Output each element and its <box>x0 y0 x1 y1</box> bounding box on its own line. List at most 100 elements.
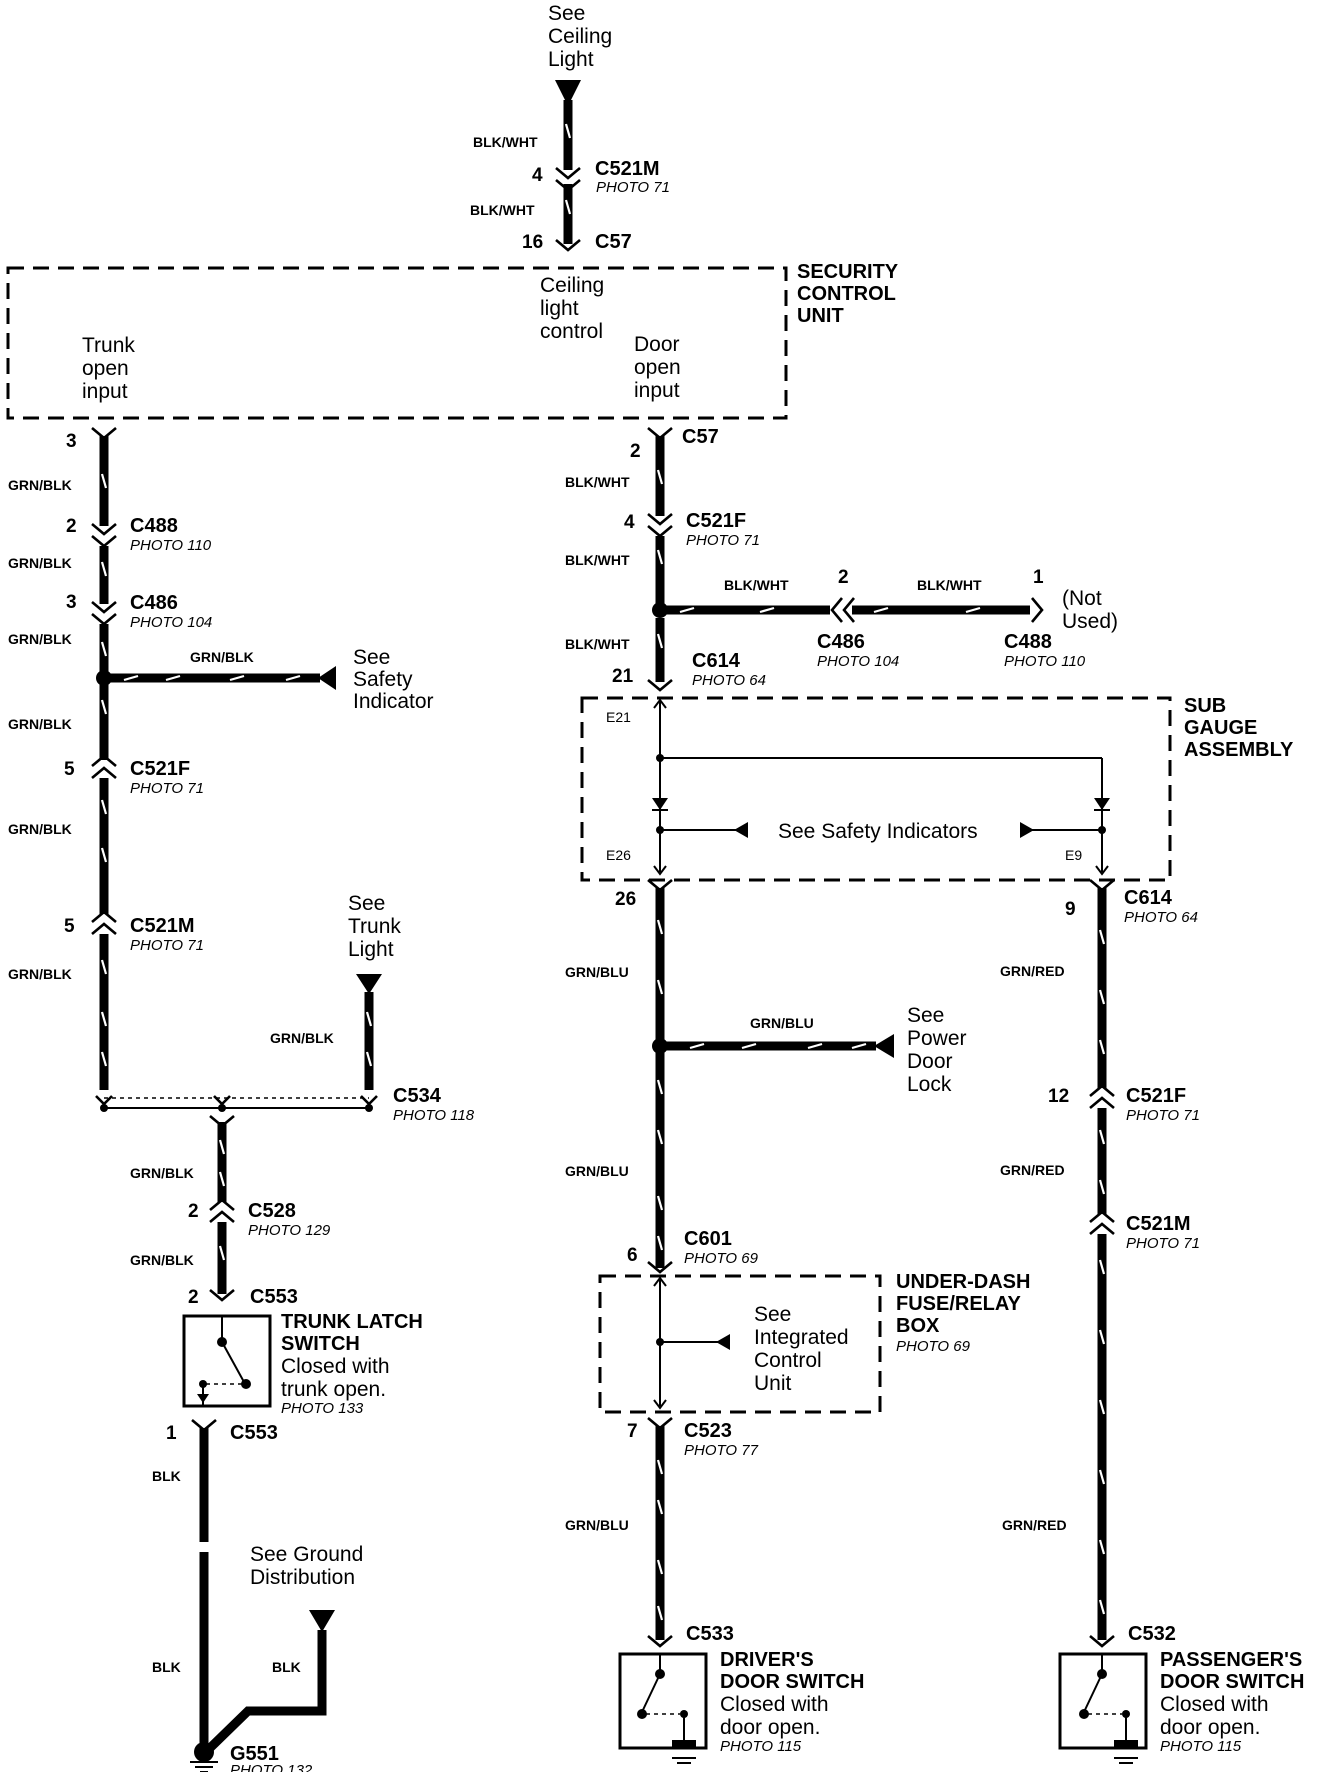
diagram-label: control <box>540 320 603 343</box>
diagram-stroke <box>91 910 117 935</box>
ceiling-light-arrow <box>555 80 581 106</box>
diagram-label: SWITCH <box>281 1333 360 1355</box>
see-ground-distribution-label: See Ground Distribution <box>250 1543 363 1589</box>
see-safety-indicators-label: See Safety Indicators <box>778 820 978 843</box>
diagram-label: Closed with <box>720 1693 829 1716</box>
diagram-stroke <box>647 1261 673 1274</box>
diagram-label: C532 <box>1128 1623 1176 1645</box>
diagram-stroke <box>218 1245 226 1261</box>
diagram-stroke <box>100 641 108 657</box>
diagram-label: E9 <box>1065 847 1082 863</box>
diagram-stroke <box>647 679 673 692</box>
diagram-label: GRN/BLU <box>565 964 629 980</box>
diagram-label: GRN/BLK <box>8 555 72 571</box>
diagram-label: GRN/BLK <box>190 649 254 665</box>
diagram-label: C523 <box>684 1420 732 1442</box>
diagram-stroke <box>741 1042 757 1050</box>
diagram-stroke <box>209 1198 235 1223</box>
diagram-label: PHOTO 115 <box>1160 1738 1242 1755</box>
diagram-label: GRN/BLK <box>8 716 72 732</box>
diagram-stroke <box>689 1042 705 1050</box>
diagram-label: C614 <box>1124 887 1173 909</box>
diagram-label: ASSEMBLY <box>1184 739 1294 761</box>
diagram-label: input <box>82 380 128 403</box>
diagram-stroke <box>679 606 695 614</box>
diagram-stroke <box>285 674 301 682</box>
wire-ground-distribution <box>206 1630 327 1752</box>
diagram-stroke <box>100 1051 108 1067</box>
drivers-door-switch-title: DRIVER'S DOOR SWITCH Closed with door op… <box>720 1649 864 1755</box>
diagram-label: PHOTO 64 <box>692 672 766 689</box>
diagram-label: 3 <box>66 592 77 613</box>
diagram-label: PHOTO 129 <box>248 1222 331 1239</box>
diagram-label: Used) <box>1062 610 1118 633</box>
diagram-stroke <box>1098 1599 1106 1615</box>
diagram-stroke <box>1098 1469 1106 1485</box>
diagram-label: PHOTO 71 <box>130 780 204 797</box>
diagram-label: Ceiling <box>540 274 604 297</box>
diagram-label: C488 <box>1004 631 1052 653</box>
diagram-label: PHOTO 71 <box>1126 1107 1200 1124</box>
diagram-stroke <box>653 1399 667 1410</box>
diagram-label: GRN/BLK <box>130 1252 194 1268</box>
diagram-label: door open. <box>720 1716 820 1739</box>
diagram-stroke <box>1079 1709 1089 1719</box>
diagram-label: See <box>907 1004 944 1027</box>
diagram-label: Distribution <box>250 1566 355 1589</box>
diagram-label: PHOTO 104 <box>130 614 212 631</box>
diagram-stroke <box>100 1104 108 1112</box>
diagram-label: C521F <box>1126 1085 1186 1107</box>
diagram-label: PHOTO 110 <box>130 537 212 554</box>
diagram-label: DOOR SWITCH <box>720 1671 864 1693</box>
diagram-label: PHOTO 71 <box>686 532 760 549</box>
diagram-stroke <box>564 123 572 139</box>
diagram-stroke <box>647 513 673 538</box>
diagram-label: 2 <box>66 516 77 537</box>
diagram-label: PHOTO 69 <box>684 1250 759 1267</box>
diagram-label: C553 <box>250 1286 298 1308</box>
diagram-label: 16 <box>522 232 543 253</box>
under-dash-fuse-relay-box <box>598 1274 882 1414</box>
diagram-stroke <box>1083 1673 1103 1713</box>
diagram-stroke <box>91 754 117 779</box>
ground-distribution-arrow <box>309 1610 335 1632</box>
see-integrated-control-unit-label: See Integrated Control Unit <box>754 1303 849 1395</box>
diagram-stroke <box>100 699 108 715</box>
diagram-label: FUSE/RELAY <box>896 1293 1022 1315</box>
drivers-door-switch-box <box>618 1652 708 1750</box>
security-control-unit-title: SECURITY CONTROL UNIT <box>797 261 899 327</box>
diagram-stroke <box>165 674 181 682</box>
sub-gauge-assembly-title: SUB GAUGE ASSEMBLY <box>1184 695 1294 761</box>
diagram-label: C521F <box>130 758 190 780</box>
diagram-stroke <box>656 1235 664 1251</box>
diagram-label: C528 <box>248 1200 296 1222</box>
diagram-label: GRN/BLK <box>8 631 72 647</box>
diagram-stroke <box>647 1635 673 1648</box>
diagram-stroke <box>91 601 117 626</box>
diagram-stroke <box>365 1011 373 1027</box>
diagram-label: GRN/BLK <box>130 1165 194 1181</box>
diagram-label: PHOTO 104 <box>817 653 899 670</box>
diagram-label: C521M <box>595 158 659 180</box>
diagram-label: BLK/WHT <box>473 134 538 150</box>
diagram-label: trunk open. <box>281 1378 386 1401</box>
diagram-stroke <box>716 1334 730 1350</box>
diagram-stroke <box>637 1709 647 1719</box>
diagram-label: 2 <box>188 1201 199 1222</box>
trunk-light-arrow <box>356 974 382 994</box>
diagram-label: SECURITY <box>797 261 899 283</box>
diagram-label: open <box>634 356 681 379</box>
diagram-label: BLK/WHT <box>724 577 789 593</box>
diagram-label: 21 <box>612 666 634 687</box>
diagram-label: GRN/RED <box>1002 1517 1067 1533</box>
diagram-stroke <box>100 1011 108 1027</box>
diagram-stroke <box>100 473 108 489</box>
diagram-stroke <box>656 1559 664 1575</box>
diagram-label: BLK/WHT <box>565 474 630 490</box>
diagram-label: Trunk <box>348 915 401 938</box>
trunk-open-input-label: Trunk open input <box>82 334 135 403</box>
diagram-label: C486 <box>130 592 178 614</box>
diagram-label: BOX <box>896 1315 940 1337</box>
diagram-label: PHOTO 64 <box>1124 909 1198 926</box>
